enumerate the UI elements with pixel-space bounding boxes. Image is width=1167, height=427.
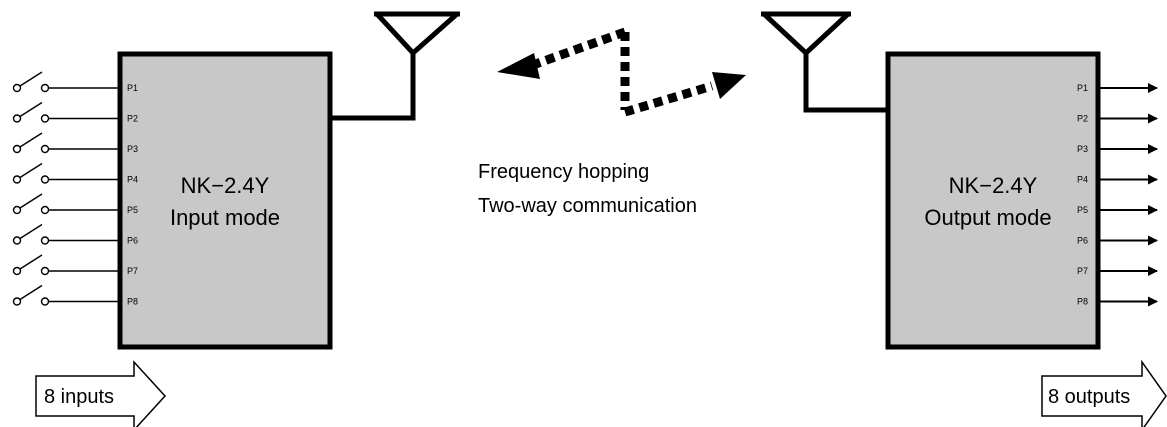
input-pin-label: P6 (127, 236, 138, 246)
outputs-arrow: 8 outputs (1041, 359, 1167, 427)
output-pin-label: P2 (1077, 114, 1088, 124)
input-module-mode: Input mode (170, 205, 280, 230)
input-pin-label: P1 (127, 83, 138, 93)
switch-icon (12, 193, 120, 215)
switch-icon (12, 254, 120, 276)
input-module: NK−2.4Y Input mode (117, 51, 333, 350)
input-pin-label: P5 (127, 205, 138, 215)
link-caption-two-way: Two-way communication (478, 195, 697, 217)
input-pin-label: P2 (127, 114, 138, 124)
input-pin-label: P4 (127, 175, 138, 185)
input-pin-label: P7 (127, 266, 138, 276)
input-pin-label: P8 (127, 297, 138, 307)
switch-icon (12, 132, 120, 154)
output-pin-label: P5 (1077, 205, 1088, 215)
output-module-body (885, 51, 1101, 350)
wireless-link-icon (497, 27, 746, 117)
output-pin-label: P3 (1077, 144, 1088, 154)
switch-icon (12, 223, 120, 245)
output-pin-label: P6 (1077, 236, 1088, 246)
output-pin-label: P7 (1077, 266, 1088, 276)
switch-icon (12, 71, 120, 93)
inputs-label: 8 inputs (44, 386, 114, 408)
switch-icon (12, 162, 120, 184)
output-antenna-icon (761, 11, 888, 113)
switch-icon (12, 284, 120, 306)
input-module-body (117, 51, 333, 350)
input-antenna-icon (330, 11, 460, 121)
input-pin-label: P3 (127, 144, 138, 154)
switch-icon (12, 101, 120, 123)
output-module-mode: Output mode (924, 205, 1051, 230)
input-module-name: NK−2.4Y (181, 173, 270, 198)
output-arrows (1098, 83, 1158, 307)
outputs-label: 8 outputs (1048, 386, 1130, 408)
input-switches (12, 71, 120, 306)
inputs-arrow: 8 inputs (35, 360, 167, 427)
output-module-name: NK−2.4Y (949, 173, 1038, 198)
output-pin-label: P8 (1077, 297, 1088, 307)
output-module: NK−2.4Y Output mode (885, 51, 1101, 350)
link-caption-frequency: Frequency hopping (478, 161, 649, 183)
output-pin-label: P1 (1077, 83, 1088, 93)
output-pin-label: P4 (1077, 175, 1088, 185)
